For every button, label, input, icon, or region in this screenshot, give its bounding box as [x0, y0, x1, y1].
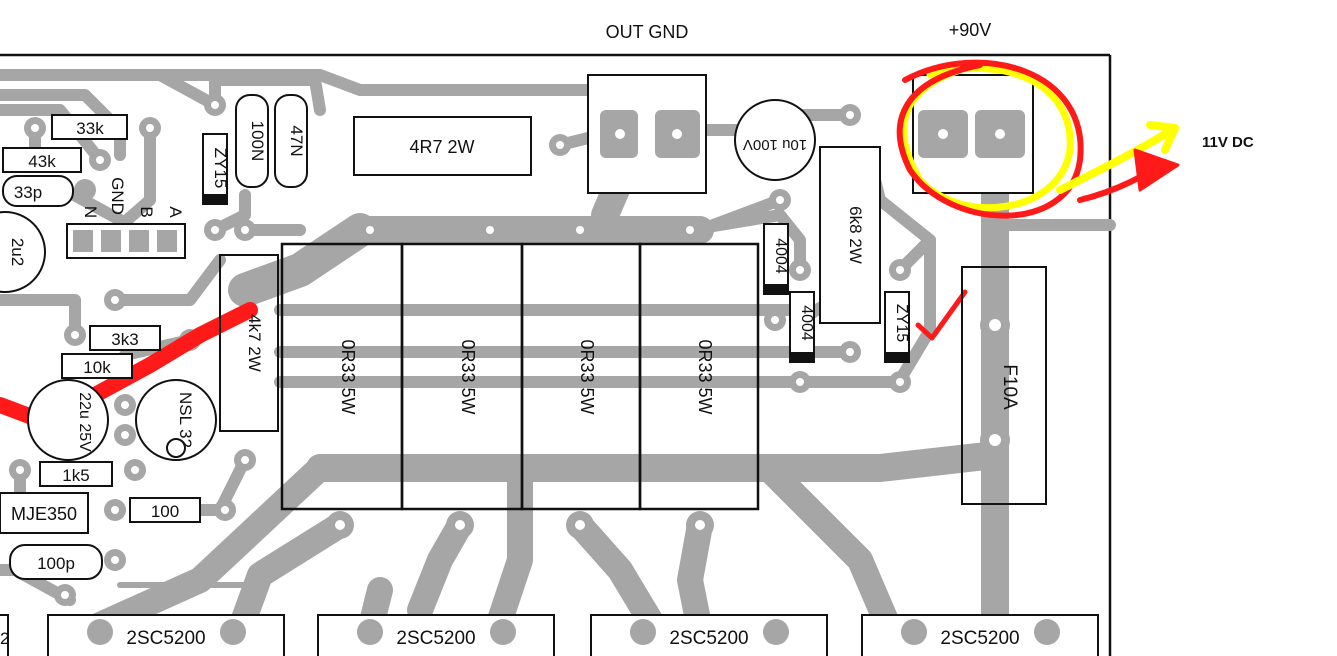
- fuse-f10a: F10A: [961, 266, 1047, 505]
- resistor-100: 100: [129, 497, 201, 523]
- svg-text:10k: 10k: [83, 358, 111, 377]
- annotation-note: 11V DC: [1202, 134, 1254, 151]
- svg-text:2u2: 2u2: [8, 238, 27, 266]
- capacitor-100n: 100N: [235, 94, 269, 188]
- svg-text:3k3: 3k3: [111, 330, 138, 349]
- capacitor-100p: 100p: [9, 544, 103, 580]
- resistor-4k7-2w: 4k7 2W: [219, 254, 279, 432]
- red-check-mark: [915, 289, 968, 341]
- resistor-3k3: 3k3: [89, 325, 161, 351]
- svg-text:0R33 5W: 0R33 5W: [458, 339, 478, 414]
- diode-4004-a: 4004: [763, 223, 789, 295]
- resistor-33k: 33k: [51, 114, 128, 140]
- svg-text:100: 100: [151, 502, 179, 521]
- resistor-43k: 43k: [2, 147, 82, 173]
- resistor-4r7-2w: 4R7 2W: [353, 116, 532, 176]
- svg-text:MJE350: MJE350: [11, 504, 77, 524]
- svg-text:22u 25V: 22u 25V: [76, 392, 93, 452]
- transistor-mje350: MJE350: [0, 492, 89, 534]
- svg-text:4004: 4004: [798, 305, 815, 341]
- svg-text:4k7 2W: 4k7 2W: [245, 314, 264, 372]
- svg-text:2SC5200: 2SC5200: [126, 628, 205, 649]
- svg-text:1k5: 1k5: [62, 466, 89, 485]
- zener-zy15-left: ZY15: [202, 133, 230, 205]
- svg-text:NSL 32: NSL 32: [176, 392, 195, 448]
- resistor-1k5: 1k5: [39, 461, 113, 487]
- resistor-0r33-4: 0R33 5W: [638, 242, 760, 511]
- plus90v-label: +90V: [949, 20, 992, 40]
- svg-text:ZY15: ZY15: [893, 304, 910, 342]
- resistor-10k: 10k: [61, 353, 133, 379]
- svg-text:N: N: [81, 206, 100, 218]
- svg-text:2SC5200: 2SC5200: [396, 628, 475, 649]
- svg-text:47N: 47N: [287, 125, 306, 156]
- out-gnd-label: OUT GND: [606, 22, 689, 42]
- svg-text:4R7 2W: 4R7 2W: [409, 137, 474, 157]
- pads: [9, 94, 1010, 606]
- capacitor-22u-25v: 22u 25V: [27, 379, 109, 461]
- svg-text:0R33 5W: 0R33 5W: [695, 339, 715, 414]
- svg-text:6k8 2W: 6k8 2W: [846, 206, 865, 264]
- transistor-2sc5200-3: 2SC5200: [590, 614, 828, 656]
- svg-text:33p: 33p: [14, 183, 42, 202]
- diode-4004-b: 4004: [789, 291, 815, 363]
- svg-text:2SC5200: 2SC5200: [940, 628, 1019, 649]
- optocoupler-nsl32: NSL 32: [135, 379, 217, 461]
- capacitor-10u-100v: 10u 100V: [734, 99, 816, 181]
- resistor-6k8-2w: 6k8 2W: [819, 146, 881, 324]
- out-gnd-terminal: [587, 74, 707, 194]
- svg-text:33k: 33k: [76, 119, 104, 138]
- transistor-2sc5200-2: 2SC5200: [317, 614, 555, 656]
- svg-text:100p: 100p: [37, 554, 75, 573]
- svg-text:F10A: F10A: [999, 364, 1020, 410]
- svg-text:43k: 43k: [28, 152, 56, 171]
- left-edge-part: 2: [0, 614, 9, 656]
- svg-text:ZY15: ZY15: [211, 148, 230, 189]
- capacitor-2u2: 2u2: [0, 211, 46, 293]
- svg-text:0R33 5W: 0R33 5W: [338, 339, 358, 414]
- annotation-arrows: [1056, 121, 1180, 203]
- svg-text:A: A: [166, 206, 185, 218]
- transistor-2sc5200-4: 2SC5200: [861, 614, 1099, 656]
- red-arrow-head: [1133, 148, 1180, 192]
- highlight-circles: [896, 59, 1084, 219]
- svg-text:4004: 4004: [772, 238, 789, 274]
- transistor-2sc5200-1: 2SC5200: [47, 614, 285, 656]
- svg-text:GND: GND: [108, 177, 127, 215]
- svg-text:B: B: [137, 206, 156, 217]
- svg-text:2: 2: [0, 629, 9, 648]
- capacitor-47n: 47N: [274, 94, 308, 188]
- plus90v-terminal: [912, 74, 1034, 194]
- svg-text:100N: 100N: [248, 121, 267, 162]
- zener-zy15-right: ZY15: [884, 291, 910, 363]
- svg-text:0R33 5W: 0R33 5W: [577, 339, 597, 414]
- svg-text:10u 100V: 10u 100V: [743, 136, 807, 153]
- capacitor-33p: 33p: [2, 175, 74, 207]
- svg-text:2SC5200: 2SC5200: [669, 628, 748, 649]
- connector-header: N GND B A: [66, 177, 186, 259]
- board-outline: [0, 53, 1112, 656]
